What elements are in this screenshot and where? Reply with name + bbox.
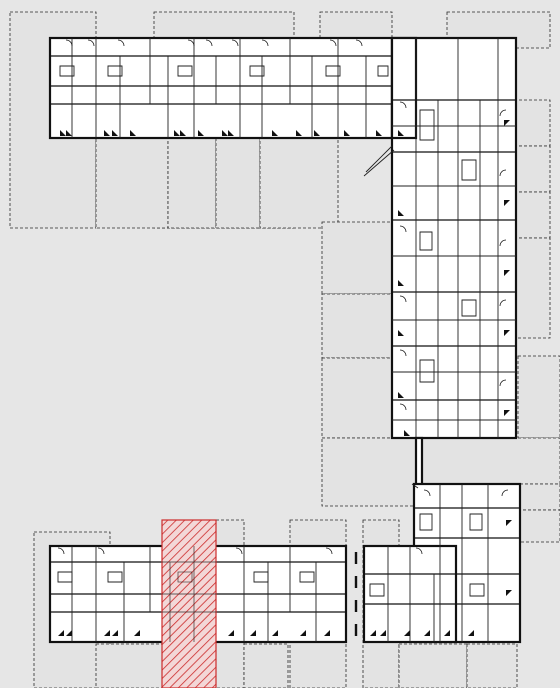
highlighted-unit[interactable] xyxy=(161,519,217,688)
building-east-wing xyxy=(390,36,518,488)
building-north-wing xyxy=(48,36,394,140)
balcony-markers xyxy=(58,120,512,636)
building-southeast-wing xyxy=(362,482,522,644)
connector-lines xyxy=(354,145,419,636)
